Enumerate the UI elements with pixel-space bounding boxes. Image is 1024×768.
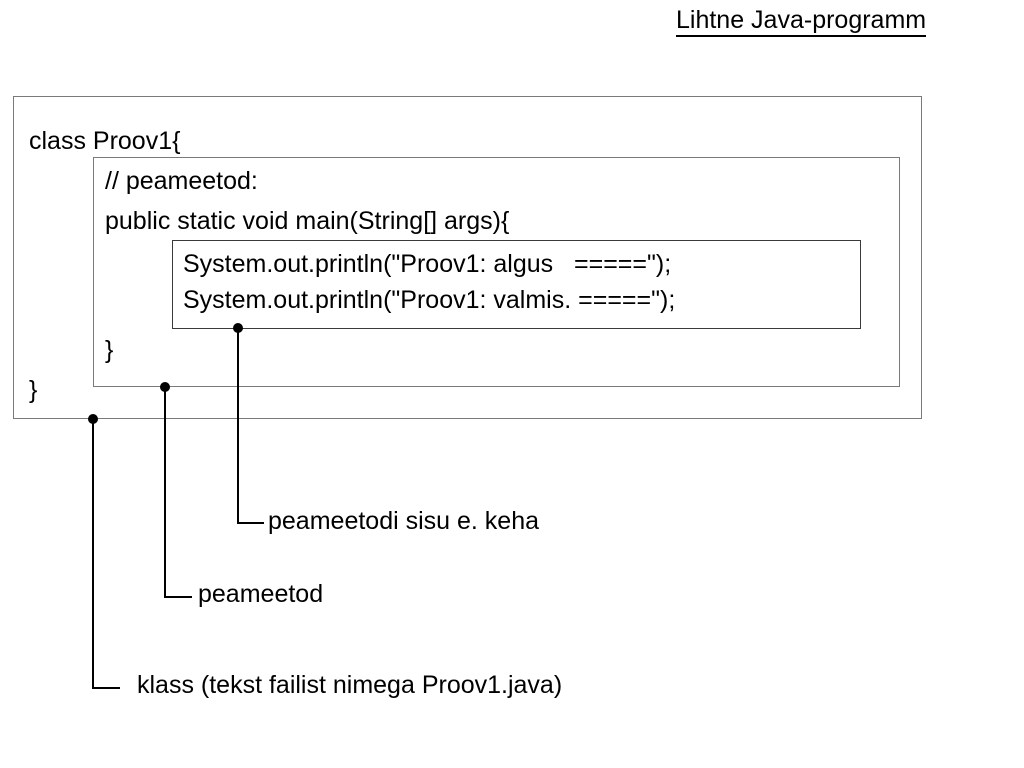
- class-box: [13, 96, 922, 419]
- code-line-class-open: class Proov1{: [29, 127, 181, 155]
- method-box: [93, 157, 900, 387]
- code-line-class-close: }: [29, 376, 38, 404]
- callout-label-method: peameetod: [198, 580, 324, 608]
- callout-label-method-body: peameetodi sisu e. keha: [268, 507, 540, 535]
- page-title: Lihtne Java-programm: [676, 5, 927, 37]
- code-line-method-close: }: [105, 336, 114, 364]
- page-title-text: Lihtne Java-programm: [676, 6, 927, 37]
- code-line-println-2: System.out.println("Proov1: valmis. ====…: [183, 286, 676, 314]
- code-line-method-signature: public static void main(String[] args){: [105, 207, 510, 235]
- code-line-comment: // peameetod:: [105, 167, 258, 195]
- callout-label-class: klass (tekst failist nimega Proov1.java): [137, 671, 563, 699]
- body-box: [172, 240, 861, 329]
- code-line-println-1: System.out.println("Proov1: algus ====="…: [183, 250, 672, 278]
- leader-line-class: [88, 414, 120, 689]
